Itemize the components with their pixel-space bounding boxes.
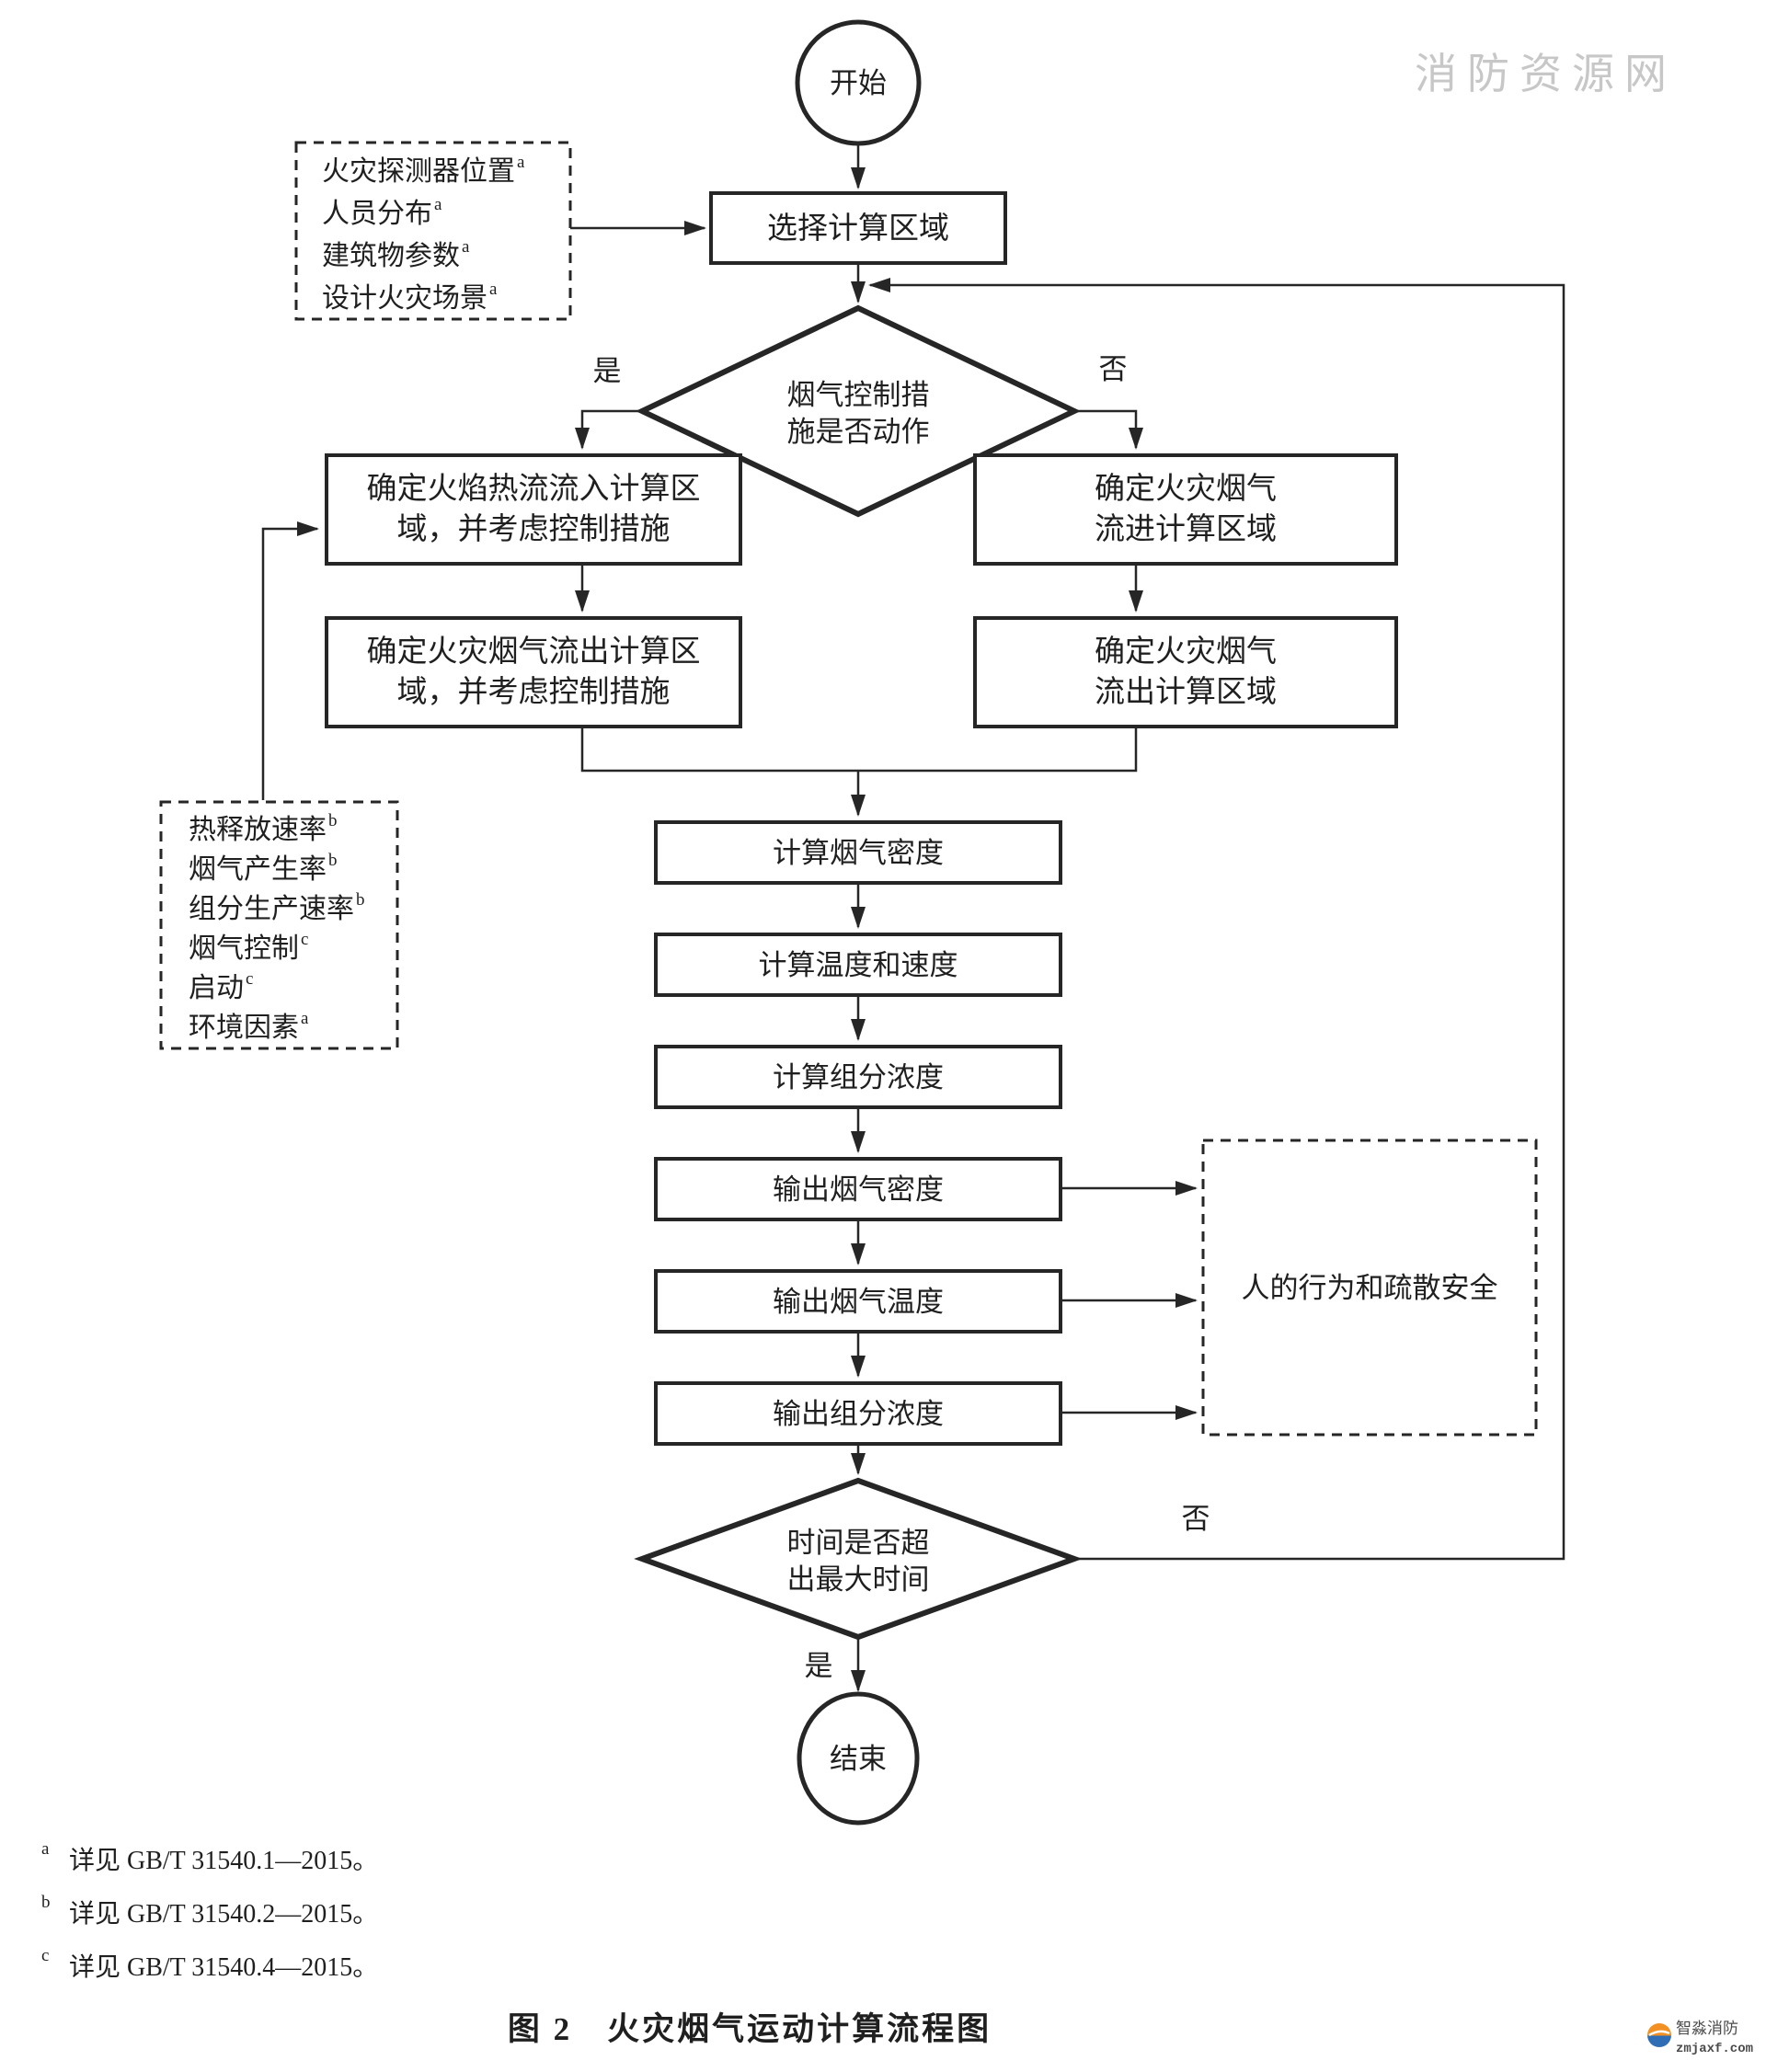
footnote-marker: b bbox=[41, 1893, 51, 1912]
decision2-line2: 出最大时间 bbox=[787, 1563, 930, 1596]
decision1-diamond bbox=[636, 304, 1081, 518]
site-logo: 智淼消防 zmjaxf.com bbox=[1647, 2020, 1753, 2056]
flame-in-line2: 域，并考虑控制措施 bbox=[397, 512, 671, 546]
calc-conc-box bbox=[654, 1045, 1062, 1109]
calc-temp-label: 计算温度和速度 bbox=[759, 949, 958, 981]
inputs-box1-line: 火灾探测器位置 bbox=[322, 156, 515, 187]
smoke-out-right-box bbox=[973, 616, 1398, 728]
footnote-marker: a bbox=[41, 1839, 50, 1859]
decision2-diamond bbox=[634, 1477, 1083, 1641]
inputs-box2-line: 启动 bbox=[189, 973, 244, 1003]
flame-in-box bbox=[325, 453, 742, 566]
decision1-no-label: 否 bbox=[1099, 353, 1128, 385]
logo-name: 智淼消防 bbox=[1676, 2020, 1738, 2037]
decision1-line2: 施是否动作 bbox=[787, 416, 930, 448]
inputs-box1-sup: a bbox=[517, 153, 525, 172]
inputs-box1-sup: a bbox=[462, 237, 470, 257]
inputs-box2-sup: b bbox=[328, 811, 338, 830]
footnote-text: 详见 GB/T 31540.1—2015。 bbox=[69, 1846, 378, 1875]
loopback-line-no-branch bbox=[868, 278, 1565, 1561]
merge-line bbox=[580, 728, 1138, 773]
out-density-box bbox=[654, 1157, 1062, 1221]
smoke-in-right-line1: 确定火灾烟气 bbox=[1095, 472, 1277, 506]
inputs-box2-sup: c bbox=[246, 969, 253, 989]
inputs-box2-sup: c bbox=[301, 930, 308, 949]
arrow-inputs2-to-flamein bbox=[261, 521, 319, 800]
flame-in-line1: 确定火焰热流流入计算区 bbox=[367, 472, 701, 506]
smoke-in-right-line2: 流进计算区域 bbox=[1095, 512, 1277, 546]
out-temp-box bbox=[654, 1269, 1062, 1334]
start-terminal bbox=[795, 19, 922, 146]
inputs-box2-sup: b bbox=[328, 851, 338, 870]
decision2-no-label: 否 bbox=[1182, 1503, 1210, 1535]
decision1-yes-label: 是 bbox=[593, 355, 622, 387]
footnote-text: 详见 GB/T 31540.4—2015。 bbox=[69, 1952, 378, 1982]
footnote-text: 详见 GB/T 31540.2—2015。 bbox=[69, 1899, 378, 1929]
inputs-box2-line: 环境因素 bbox=[189, 1013, 299, 1043]
arrow-decision1-no bbox=[1074, 409, 1143, 450]
inputs-box1 bbox=[294, 141, 572, 321]
inputs-box2-line: 烟气产生率 bbox=[189, 854, 327, 885]
calc-density-label: 计算烟气密度 bbox=[773, 837, 944, 869]
logo-icon bbox=[1647, 2023, 1671, 2047]
smoke-out-right-line1: 确定火灾烟气 bbox=[1095, 635, 1277, 669]
decision1-line1: 烟气控制措 bbox=[787, 379, 930, 411]
out-temp-label: 输出烟气温度 bbox=[773, 1286, 944, 1318]
logo-domain: zmjaxf.com bbox=[1676, 2042, 1753, 2056]
select-region-label: 选择计算区域 bbox=[767, 212, 949, 246]
inputs-box2-sup: a bbox=[301, 1009, 309, 1028]
footnote-marker: c bbox=[41, 1946, 49, 1965]
decision2-yes-label: 是 bbox=[805, 1650, 833, 1682]
start-label: 开始 bbox=[830, 67, 887, 99]
inputs-box2-line: 烟气控制 bbox=[189, 933, 299, 964]
calc-temp-box bbox=[654, 933, 1062, 997]
calc-density-box bbox=[654, 820, 1062, 885]
inputs-box2 bbox=[159, 800, 399, 1050]
inputs-box2-line: 热释放速率 bbox=[189, 815, 327, 845]
end-label: 结束 bbox=[830, 1743, 887, 1775]
evacuation-box bbox=[1201, 1139, 1538, 1437]
inputs-box1-line: 人员分布 bbox=[322, 199, 432, 229]
arrow-decision1-yes bbox=[575, 409, 642, 450]
smoke-out-left-line2: 域，并考虑控制措施 bbox=[397, 675, 671, 709]
inputs-box2-line: 组分生产速率 bbox=[189, 894, 354, 924]
out-density-label: 输出烟气密度 bbox=[773, 1173, 944, 1206]
inputs-box1-sup: a bbox=[489, 280, 498, 299]
calc-conc-label: 计算组分浓度 bbox=[773, 1061, 944, 1093]
inputs-box1-line: 设计火灾场景 bbox=[322, 283, 487, 314]
smoke-out-left-line1: 确定火灾烟气流出计算区 bbox=[367, 635, 701, 669]
evacuation-label: 人的行为和疏散安全 bbox=[1242, 1272, 1498, 1304]
out-conc-box bbox=[654, 1381, 1062, 1446]
smoke-out-left-box bbox=[325, 616, 742, 728]
watermark-text: 消防资源网 bbox=[1415, 50, 1677, 97]
inputs-box2-sup: b bbox=[356, 890, 365, 910]
figure-caption: 图 2 火灾烟气运动计算流程图 bbox=[508, 2011, 992, 2047]
decision2-line1: 时间是否超 bbox=[787, 1527, 930, 1559]
end-terminal bbox=[797, 1691, 920, 1826]
smoke-out-right-line2: 流出计算区域 bbox=[1095, 675, 1277, 709]
out-conc-label: 输出组分浓度 bbox=[773, 1398, 944, 1430]
inputs-box1-sup: a bbox=[434, 195, 442, 214]
smoke-in-right-box bbox=[973, 453, 1398, 566]
logo-swoosh-icon bbox=[1648, 2030, 1670, 2037]
select-region-box bbox=[709, 191, 1007, 265]
inputs-box1-line: 建筑物参数 bbox=[322, 241, 460, 271]
